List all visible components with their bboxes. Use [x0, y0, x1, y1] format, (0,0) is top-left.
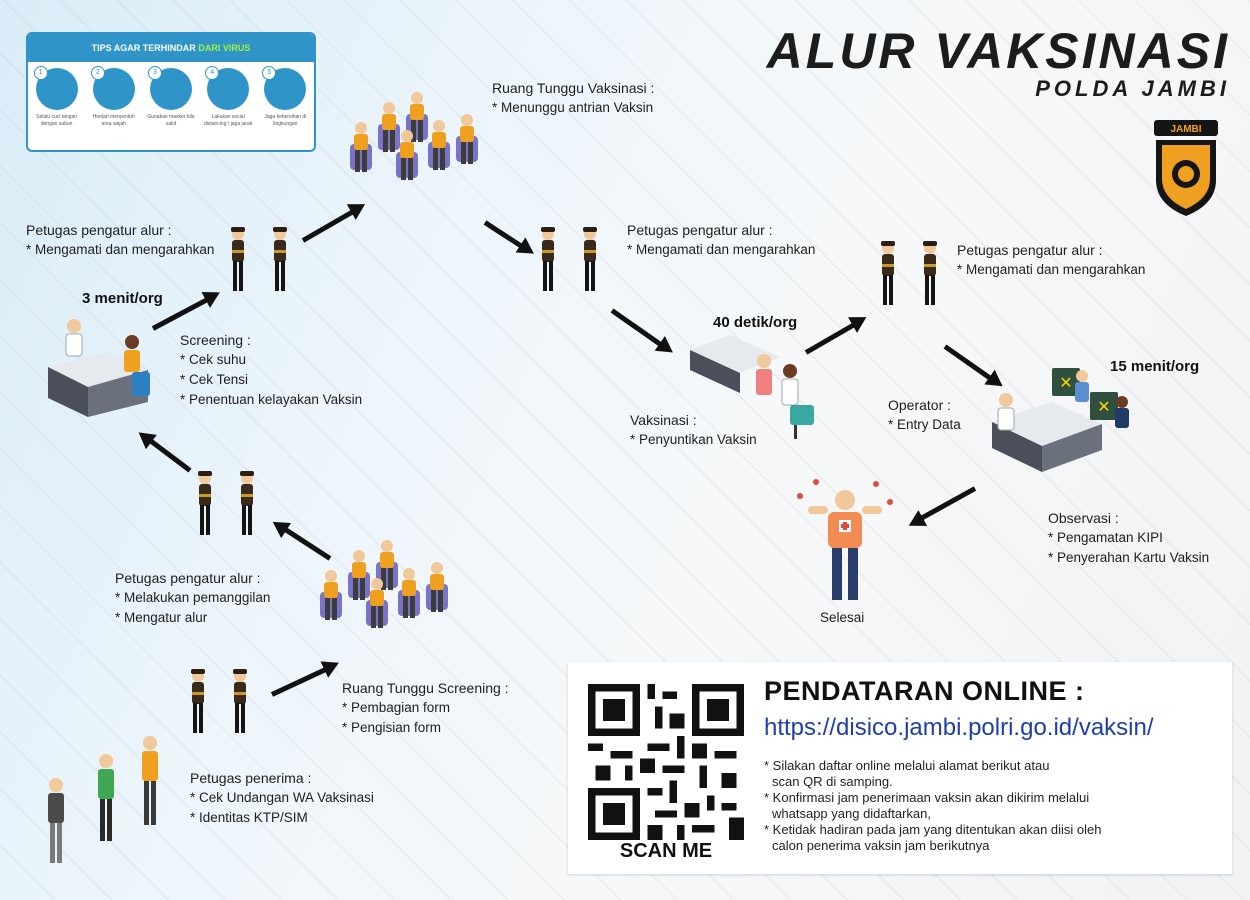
polda-jambi-badge-icon: JAMBI — [1154, 120, 1218, 216]
step-screening: Screening : * Cek suhu * Cek Tensi * Pen… — [180, 330, 362, 410]
step-petugas-pengatur-4: Petugas pengatur alur : * Mengamati dan … — [957, 240, 1145, 280]
officers-pengatur-4-icon — [878, 240, 948, 330]
step-ruang-tunggu-screening: Ruang Tunggu Screening : * Pembagian for… — [342, 678, 509, 738]
online-heading: PENDATARAN ONLINE : — [764, 676, 1085, 706]
tip-text: Lakukan social distancing / jaga jarak — [203, 114, 253, 127]
arriving-people-icon — [48, 736, 158, 863]
tip-text: Hindari menyentuh area wajah — [92, 114, 135, 127]
step-item: * Cek suhu — [180, 352, 247, 367]
step-item: * Mengamati dan mengarahkan — [26, 242, 215, 257]
note-line: * Konfirmasi jam penerimaan vaksin akan … — [764, 790, 1090, 805]
step-item: * Pengamatan KIPI — [1048, 530, 1163, 545]
tip-text: Gunakan masker bila sakit — [147, 114, 195, 127]
note-line: whatsapp yang didaftarkan, — [772, 806, 931, 821]
screening-desk-icon — [48, 319, 150, 417]
healthy-person-icon — [797, 479, 893, 600]
step-title: Ruang Tunggu Vaksinasi : — [492, 80, 655, 96]
step-item: * Menunggu antrian Vaksin — [492, 100, 654, 115]
tips-title: TIPS AGAR TERHINDAR DARI VIRUS — [28, 34, 314, 62]
step-title: Vaksinasi : — [630, 412, 697, 428]
step-petugas-pengatur-2: Petugas pengatur alur : * Mengamati dan … — [26, 220, 214, 260]
step-item: * Melakukan pemanggilan — [115, 590, 271, 605]
tip-text: Selalu cuci tangan dengan sabun — [36, 114, 78, 127]
scan-me-label: SCAN ME — [619, 840, 713, 862]
step-selesai: Selesai — [820, 610, 865, 625]
step-item: * Pengisian form — [342, 720, 442, 735]
step-item: * Identitas KTP/SIM — [190, 810, 308, 825]
tips-title-main: TIPS AGAR TERHINDAR — [91, 43, 196, 53]
note-line: * Ketidak hadiran pada jam yang ditentuk… — [764, 822, 1102, 837]
distancing-icon: 4 — [205, 66, 250, 110]
svg-text:✕: ✕ — [1059, 375, 1072, 392]
step-title: Petugas pengatur alur : — [957, 242, 1103, 258]
registration-notes: * Silakan daftar online melalui alamat b… — [764, 758, 1102, 854]
step-title: Petugas pengatur alur : — [627, 222, 773, 238]
tips-title-highlight: DARI VIRUS — [198, 43, 251, 53]
operator-desk-icon: ✕ ✕ — [992, 368, 1129, 472]
badge-label: JAMBI — [1170, 124, 1201, 135]
step-petugas-pengatur-1: Petugas pengatur alur : * Melakukan pema… — [115, 568, 270, 628]
step-title: Operator : — [888, 397, 952, 413]
step-item: * Entry Data — [888, 417, 961, 432]
step-item: * Mengamati dan mengarahkan — [957, 262, 1146, 277]
step-title: Observasi : — [1048, 510, 1119, 526]
mask-icon: 3 — [147, 66, 192, 110]
waiting-room-vaksinasi-icon — [345, 92, 495, 202]
qr-code-icon[interactable] — [588, 684, 744, 840]
step-item: * Mengatur alur — [115, 610, 208, 625]
tip-text: Jaga kebersihan di lingkungan — [264, 114, 307, 127]
step-title: Petugas pengatur alur : — [26, 222, 172, 238]
online-registration-panel: SCAN ME PENDATARAN ONLINE : https://disi… — [568, 662, 1232, 874]
step-item: * Mengamati dan mengarahkan — [627, 242, 816, 257]
step-title: Screening : — [180, 332, 251, 348]
step-item: * Cek Undangan WA Vaksinasi — [190, 790, 374, 805]
step-item: * Cek Tensi — [180, 372, 249, 387]
officers-pengatur-1-icon — [195, 470, 265, 560]
step-operator: Operator : * Entry Data — [888, 395, 961, 435]
sanitizer-icon: 5 — [262, 66, 307, 110]
page-subtitle: POLDA JAMBI — [1035, 76, 1230, 101]
vaksinasi-time: 40 detik/org — [713, 314, 798, 331]
officers-penerima-icon — [188, 668, 258, 758]
waiting-room-screening-icon — [315, 540, 465, 650]
step-item: * Pembagian form — [342, 700, 451, 715]
svg-text:✕: ✕ — [1097, 399, 1110, 416]
step-title: Petugas penerima : — [190, 770, 312, 786]
handwash-icon: 1 — [33, 66, 78, 110]
step-item: * Penentuan kelayakan Vaksin — [180, 392, 363, 407]
note-line: * Silakan daftar online melalui alamat b… — [764, 758, 1050, 773]
step-observasi: Observasi : * Pengamatan KIPI * Penyerah… — [1048, 508, 1209, 568]
step-title: Petugas pengatur alur : — [115, 570, 261, 586]
step-petugas-penerima: Petugas penerima : * Cek Undangan WA Vak… — [190, 768, 374, 828]
step-title: Ruang Tunggu Screening : — [342, 680, 509, 696]
note-line: calon penerima vaksin jam berikutnya — [772, 838, 990, 853]
page-title: ALUR VAKSINASI — [766, 23, 1230, 79]
registration-link[interactable]: https://disico.jambi.polri.go.id/vaksin/ — [764, 714, 1154, 741]
screening-time: 3 menit/org — [82, 290, 163, 307]
note-line: scan QR di samping. — [772, 774, 893, 789]
vaccination-station-icon — [690, 335, 814, 439]
step-vaksinasi: Vaksinasi : * Penyuntikan Vaksin — [630, 410, 757, 450]
step-ruang-tunggu-vaksinasi: Ruang Tunggu Vaksinasi : * Menunggu antr… — [492, 78, 654, 118]
operator-time: 15 menit/org — [1110, 358, 1200, 375]
step-item: * Penyuntikan Vaksin — [630, 432, 757, 447]
officers-pengatur-3-icon — [538, 226, 608, 316]
step-item: * Penyerahan Kartu Vaksin — [1048, 550, 1210, 565]
officers-pengatur-2-icon — [228, 226, 298, 316]
step-petugas-pengatur-3: Petugas pengatur alur : * Mengamati dan … — [627, 220, 815, 260]
no-touch-face-icon: 2 — [90, 66, 135, 110]
